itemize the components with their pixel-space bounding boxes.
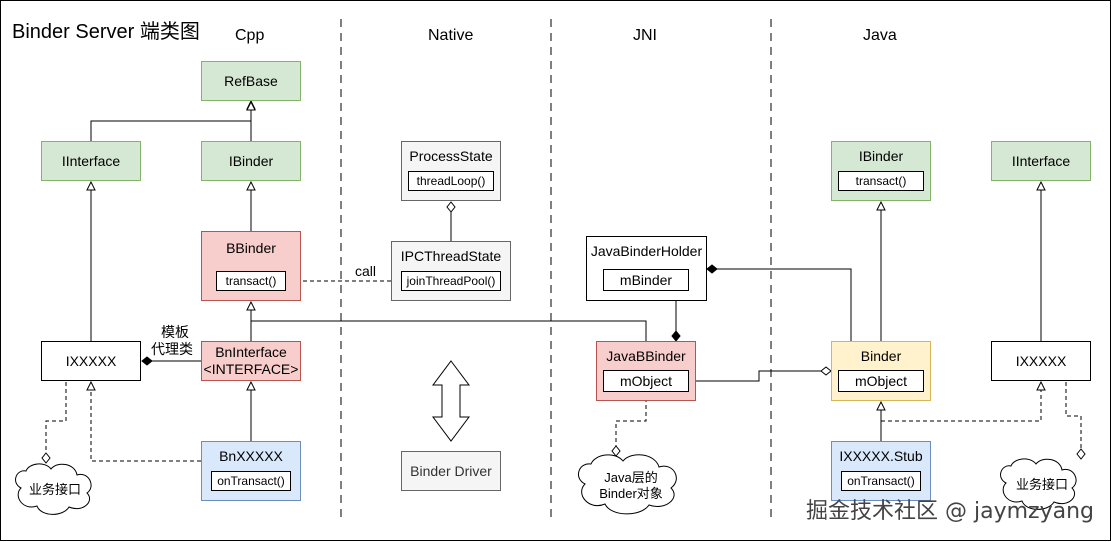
cloud-right-label: 业务接口 (1015, 477, 1068, 492)
cloud-jni-edge (611, 391, 647, 457)
binder-to-holder-edge (706, 264, 852, 341)
java-ibinder-label: IBinder (858, 148, 904, 164)
clouds (15, 454, 1077, 515)
bnxxxxx-label: BnXXXXX (219, 448, 283, 464)
template-label-line1: 模板 (161, 324, 189, 340)
javabinderholder-label: JavaBinderHolder (590, 243, 703, 259)
column-header-cpp: Cpp (235, 27, 265, 44)
javabbinder-to-bbinder-edge (251, 320, 647, 341)
java-iinterface-class: IInterface (991, 141, 1091, 181)
bnxxxxx-implements-ixxxxx-edge (91, 382, 201, 462)
call-label: call (355, 263, 377, 279)
column-header-jni: JNI (633, 27, 657, 44)
iinterface-to-refbase-edge (90, 101, 251, 141)
java-ixxxxx-class: IXXXXX (991, 341, 1091, 381)
watermark: 掘金技术社区 @ jaymzyang (806, 499, 1094, 524)
column-dividers (340, 19, 772, 523)
diagram-title: Binder Server 端类图 (12, 21, 200, 43)
processstate-threadloop-method: threadLoop() (408, 171, 494, 191)
binder-driver-box: Binder Driver (401, 451, 501, 491)
column-header-native: Native (428, 27, 474, 44)
bbinder-transact-method: transact() (216, 271, 286, 291)
bninterface-template-label: <INTERFACE> (203, 361, 299, 377)
template-label-line2: 代理类 (151, 341, 193, 357)
cloud-left-edge (41, 382, 67, 464)
java-binder-label: Binder (860, 348, 902, 364)
stub-ontransact-method: onTransact() (841, 471, 921, 491)
cloud-jni-label-line2: Binder对象 (599, 486, 663, 501)
ipcthreadstate-jointhreadpool-method: joinThreadPool() (401, 271, 501, 291)
ibinder-class: IBinder (201, 141, 301, 181)
refbase-class: RefBase (201, 61, 301, 101)
iinterface-class: IInterface (41, 141, 141, 181)
double-arrow-icon (432, 360, 470, 442)
cloud-jni-label-line1: Java层的 (604, 470, 658, 485)
ipcthreadstate-label: IPCThreadState (400, 248, 502, 264)
ixxxxx-class: IXXXXX (41, 341, 141, 381)
cloud-left-icon (15, 463, 92, 515)
javabbinder-label: JavaBBinder (606, 348, 686, 364)
cloud-right-edge (1065, 382, 1086, 460)
javabbinder-mobject-field: mObject (603, 370, 689, 392)
mobject-to-binder-edge (689, 366, 832, 382)
column-header-java: Java (863, 27, 897, 44)
cloud-left-label: 业务接口 (28, 482, 81, 497)
java-ibinder-transact-method: transact() (838, 171, 924, 191)
processstate-label: ProcessState (409, 148, 493, 164)
template-proxy-label: 模板 代理类 (151, 324, 193, 358)
bninterface-label: BnInterface (215, 344, 287, 360)
cloud-jni-label: Java层的 Binder对象 (585, 470, 677, 502)
ibinder-label: IBinder (228, 152, 274, 169)
cloud-jni-icon (577, 454, 677, 515)
refbase-label: RefBase (224, 72, 278, 89)
stub-label: IXXXXX.Stub (839, 448, 923, 464)
iinterface-label: IInterface (61, 152, 121, 169)
bninterface-class: BnInterface <INTERFACE> (201, 341, 301, 381)
bnxxxxx-ontransact-method: onTransact() (211, 471, 291, 491)
bbinder-label: BBinder (226, 240, 276, 256)
java-iinterface-label: IInterface (1011, 152, 1071, 169)
stub-implements-ixxxxx-edge (881, 382, 1041, 422)
javabinderholder-mbinder-field: mBinder (603, 269, 689, 291)
java-ixxxxx-label: IXXXXX (1015, 352, 1067, 369)
java-binder-mobject-field: mObject (838, 370, 924, 392)
binder-driver-label: Binder Driver (410, 462, 492, 479)
cloud-right-icon (1000, 458, 1077, 510)
ixxxxx-label: IXXXXX (65, 352, 117, 369)
